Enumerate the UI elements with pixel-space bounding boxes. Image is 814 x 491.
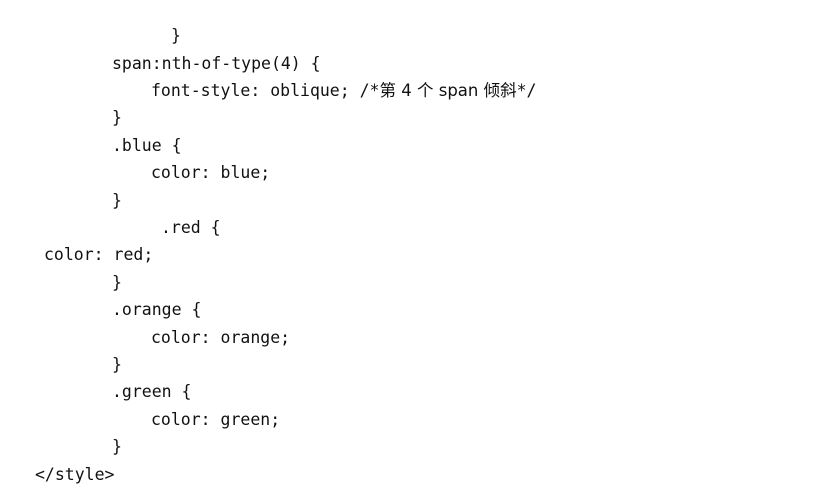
code-line: color: blue;: [151, 163, 271, 182]
code-line: .red {: [161, 218, 221, 237]
code-line: }: [112, 355, 122, 374]
comment-close: */: [516, 81, 537, 100]
code-line: .green {: [112, 382, 192, 401]
code-line: color: green;: [151, 410, 281, 429]
code-line: }: [112, 108, 122, 127]
comment-text: 第 4 个 span 倾斜: [379, 81, 517, 100]
code-line: }: [171, 26, 181, 45]
code-line: .orange {: [112, 300, 202, 319]
code-line: .blue {: [112, 136, 182, 155]
code-line: color: orange;: [151, 328, 291, 347]
code-line: }: [112, 273, 122, 292]
code-line: }: [112, 191, 122, 210]
code-line: span:nth-of-type(4) {: [112, 54, 321, 73]
code-line: }: [112, 437, 122, 456]
code-line: </style>: [35, 465, 115, 484]
code-line-comment: font-style: oblique; /*第 4 个 span 倾斜*/: [151, 81, 536, 101]
code-text: font-style: oblique; /*: [151, 81, 380, 100]
code-line: color: red;: [44, 245, 154, 264]
